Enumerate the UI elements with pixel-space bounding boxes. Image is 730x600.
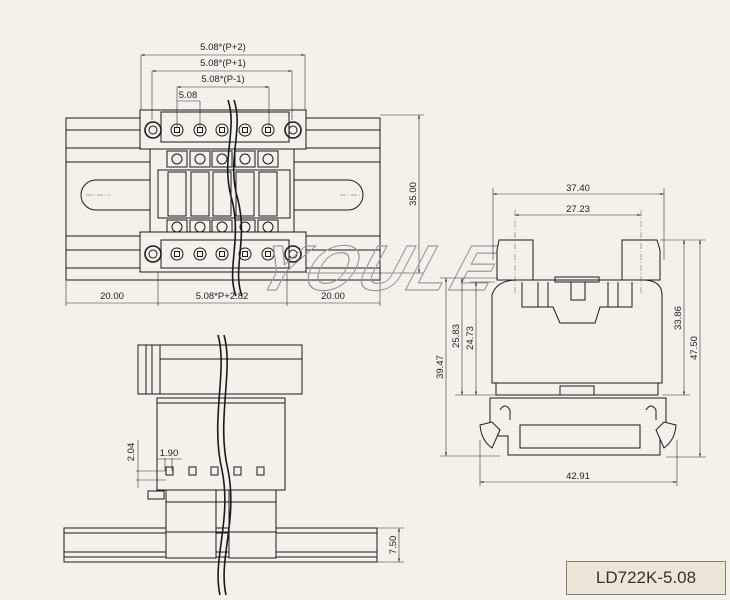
side-view: 37.40 27.23 39.47 25.83 24.73 33.86 47.5… bbox=[435, 183, 706, 486]
flange-screw-icon bbox=[284, 245, 302, 263]
dim-height-35: 35.00 bbox=[408, 182, 419, 206]
dim-p-plus-1: 5.08*(P+1) bbox=[200, 58, 246, 69]
terminal-screw-icon bbox=[193, 247, 207, 261]
dim-37-40: 37.40 bbox=[566, 183, 590, 194]
dim-right-20: 20.00 bbox=[321, 291, 345, 302]
wire-clamp bbox=[257, 150, 279, 168]
flange-screw-icon bbox=[144, 121, 162, 139]
front-view: 2.04 1.90 7.50 bbox=[63, 334, 404, 596]
dim-p-minus-1: 5.08*(P-1) bbox=[201, 74, 244, 85]
side-body bbox=[491, 279, 663, 384]
rail-foot-left bbox=[479, 421, 501, 449]
terminal-screw-icon bbox=[261, 123, 275, 137]
pin bbox=[233, 466, 242, 476]
top-view: 5.08*(P+2) 5.08*(P+1) 5.08*(P-1) 5.08 35… bbox=[65, 42, 424, 306]
dim-39-47: 39.47 bbox=[435, 355, 446, 379]
side-dimensions: 37.40 27.23 39.47 25.83 24.73 33.86 47.5… bbox=[435, 183, 706, 486]
pin bbox=[256, 466, 265, 476]
top-dimensions: 5.08*(P+2) 5.08*(P+1) 5.08*(P-1) 5.08 35… bbox=[65, 42, 424, 306]
terminal-screw-icon bbox=[170, 247, 184, 261]
dim-p-plus-2: 5.08*(P+2) bbox=[200, 42, 246, 53]
dim-25-83: 25.83 bbox=[451, 324, 462, 348]
wire-clamp bbox=[234, 150, 256, 168]
dim-1-90: 1.90 bbox=[160, 448, 179, 459]
wire-clamp bbox=[211, 150, 233, 168]
terminal-screw-icon bbox=[215, 247, 229, 261]
rail-slot-left bbox=[80, 179, 151, 211]
din-rail-top bbox=[65, 117, 381, 281]
wire-clamp bbox=[189, 150, 211, 168]
terminal-body-top bbox=[139, 109, 307, 273]
terminal-screw-icon bbox=[215, 123, 229, 137]
pin bbox=[188, 466, 197, 476]
model-label: LD722K-5.08 bbox=[566, 561, 726, 595]
terminal-screw-icon bbox=[238, 123, 252, 137]
rail-foot-right bbox=[655, 421, 677, 449]
dim-27-23: 27.23 bbox=[566, 204, 590, 215]
rail-slot-right bbox=[289, 179, 364, 211]
dim-pitch: 5.08 bbox=[179, 90, 198, 101]
dim-47-50: 47.50 bbox=[689, 336, 700, 360]
break-line bbox=[226, 99, 237, 297]
dim-2-04: 2.04 bbox=[126, 443, 137, 462]
flange-screw-icon bbox=[284, 121, 302, 139]
flange-screw-icon bbox=[144, 245, 162, 263]
dim-middle: 5.08*P+2.82 bbox=[196, 291, 249, 302]
wire-clamp bbox=[166, 150, 188, 168]
dim-42-91: 42.91 bbox=[566, 471, 590, 482]
pin bbox=[210, 466, 219, 476]
watermark-logo: YOULE bbox=[249, 232, 513, 303]
dim-24-73: 24.73 bbox=[465, 326, 476, 350]
front-dimensions: 2.04 1.90 7.50 bbox=[126, 440, 404, 563]
dim-left-20: 20.00 bbox=[100, 291, 124, 302]
front-break-line bbox=[216, 334, 226, 596]
front-body bbox=[156, 397, 286, 491]
dim-7-50: 7.50 bbox=[388, 536, 399, 555]
dim-33-86: 33.86 bbox=[673, 306, 684, 330]
